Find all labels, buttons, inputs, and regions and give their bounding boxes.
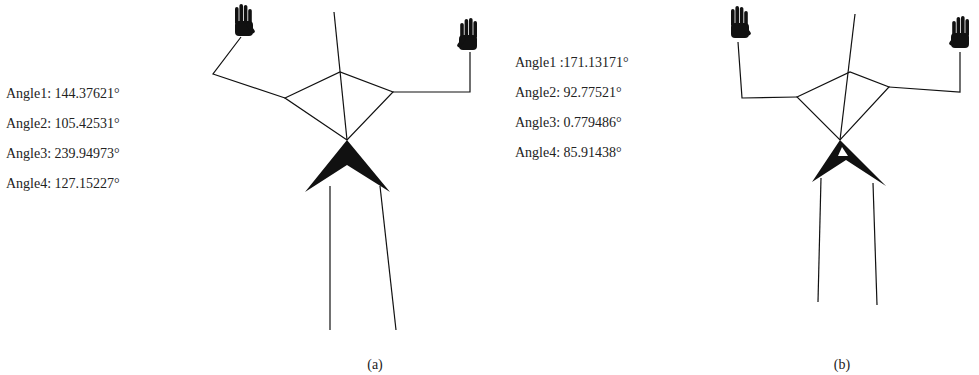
- hand-icon: [731, 6, 752, 38]
- right-arm: [393, 52, 470, 92]
- left-arm: [213, 37, 285, 98]
- right-leg: [873, 183, 877, 305]
- spine: [334, 12, 347, 140]
- spine: [840, 14, 855, 140]
- left-arm: [738, 42, 797, 98]
- hand-icon: [235, 4, 256, 36]
- left-leg: [818, 178, 821, 302]
- angle-value: Angle2: 92.77521°: [515, 85, 622, 101]
- torso: [285, 72, 393, 140]
- angle-value: Angle1 :171.13171°: [515, 55, 629, 71]
- angle-value: Angle2: 105.42531°: [6, 116, 120, 132]
- angle-value: Angle3: 239.94973°: [6, 146, 120, 162]
- left-leg: [329, 186, 330, 330]
- pelvis: [812, 140, 886, 186]
- pelvis-notch: [838, 147, 848, 156]
- panel-label: (b): [834, 357, 850, 373]
- pelvis: [305, 140, 390, 192]
- right-leg: [380, 186, 396, 330]
- panel-label: (a): [367, 357, 383, 373]
- hand-icon: [456, 18, 477, 50]
- angle-value: Angle4: 127.15227°: [6, 176, 120, 192]
- hand-icon: [948, 16, 969, 48]
- torso: [797, 72, 889, 140]
- angle-value: Angle1: 144.37621°: [6, 86, 120, 102]
- right-arm: [889, 52, 960, 92]
- skeleton-b: [738, 14, 960, 305]
- angle-value: Angle4: 85.91438°: [515, 145, 622, 161]
- skeleton-a: [213, 12, 470, 330]
- angle-value: Angle3: 0.779486°: [515, 115, 622, 131]
